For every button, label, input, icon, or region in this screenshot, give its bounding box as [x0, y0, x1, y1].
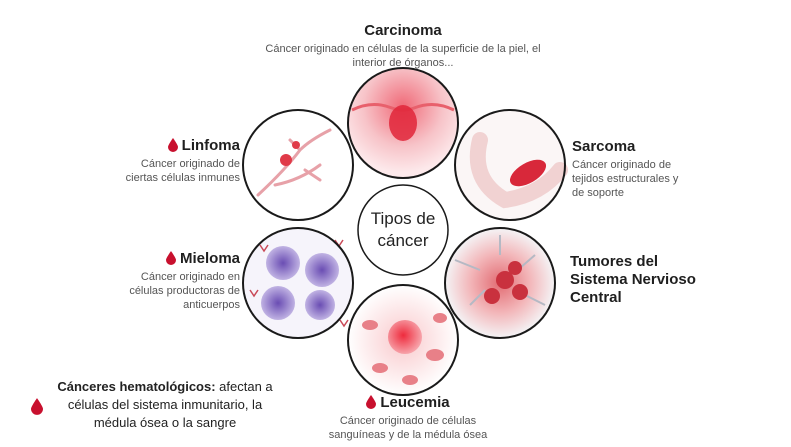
- sarcoma-label: Sarcoma Cáncer originado de tejidos estr…: [572, 138, 712, 200]
- center-label: Tipos de cáncer: [358, 208, 448, 252]
- linfoma-desc: Cáncer originado de ciertas células inmu…: [100, 157, 240, 185]
- leucemia-title-row: Leucemia: [318, 394, 498, 412]
- note-line1: Cánceres hematológicos: afectan a: [40, 378, 290, 396]
- note-bold: Cánceres hematológicos:: [57, 379, 216, 394]
- sarcoma-title: Sarcoma: [572, 138, 636, 155]
- mieloma-label: Mieloma Cáncer originado en células prod…: [100, 250, 240, 312]
- mieloma-desc-line2: células productoras de: [129, 285, 240, 297]
- sarcoma-desc: Cáncer originado de tejidos estructurale…: [572, 158, 712, 200]
- leucemia-illustration: [347, 284, 459, 396]
- mieloma-title: Mieloma: [179, 250, 240, 267]
- leucemia-desc-line2: sanguíneas y de la médula ósea: [328, 429, 488, 441]
- carcinoma-desc-line2: interior de órganos...: [352, 57, 454, 69]
- carcinoma-illustration: [347, 67, 459, 179]
- mieloma-illustration: [242, 227, 354, 339]
- leucemia-title: Leucemia: [380, 394, 450, 411]
- linfoma-desc-line1: Cáncer originado de: [140, 158, 240, 170]
- linfoma-illustration: [242, 109, 354, 221]
- mieloma-desc-line1: Cáncer originado en: [140, 271, 240, 283]
- mieloma-title-row: Mieloma: [100, 250, 240, 268]
- snc-title-line2: Sistema Nervioso: [570, 271, 696, 288]
- note-line1-rest: afectan a: [215, 379, 273, 394]
- blood-drop-icon: [366, 395, 377, 409]
- note-line2: células del sistema inmunitario, la: [67, 397, 263, 412]
- linfoma-title: Linfoma: [181, 137, 240, 154]
- snc-title-line1: Tumores del: [570, 253, 659, 270]
- snc-illustration: [444, 227, 556, 339]
- linfoma-label: Linfoma Cáncer originado de ciertas célu…: [100, 137, 240, 185]
- carcinoma-desc-line1: Cáncer originado en células de la superf…: [265, 43, 541, 55]
- sarcoma-desc-line3: de soporte: [572, 187, 624, 199]
- center-label-line2: cáncer: [377, 231, 429, 250]
- mieloma-desc-line3: anticuerpos: [183, 299, 240, 311]
- blood-drop-icon: [31, 398, 43, 415]
- carcinoma-desc: Cáncer originado en células de la superf…: [243, 42, 563, 70]
- blood-drop-icon: [167, 138, 178, 152]
- center-circle: [357, 184, 449, 276]
- leucemia-desc: Cáncer originado de células sanguíneas y…: [318, 414, 498, 442]
- carcinoma-label: Carcinoma Cáncer originado en células de…: [243, 22, 563, 70]
- leucemia-label: Leucemia Cáncer originado de células san…: [318, 394, 498, 442]
- blood-drop-icon: [165, 251, 176, 265]
- linfoma-desc-line2: ciertas células inmunes: [125, 172, 240, 184]
- carcinoma-title: Carcinoma: [364, 22, 442, 39]
- sarcoma-illustration: [454, 109, 568, 221]
- leucemia-desc-line1: Cáncer originado de células: [339, 415, 477, 427]
- linfoma-title-row: Linfoma: [100, 137, 240, 155]
- center-label-line1: Tipos de: [370, 209, 436, 228]
- snc-title-line3: Central: [570, 289, 622, 306]
- hematologic-note: Cánceres hematológicos: afectan a célula…: [40, 378, 290, 432]
- mieloma-desc: Cáncer originado en células productoras …: [100, 270, 240, 312]
- snc-label: Tumores del Sistema Nervioso Central: [570, 253, 720, 307]
- note-line3: médula ósea o la sangre: [93, 415, 237, 430]
- sarcoma-desc-line1: Cáncer originado de: [572, 159, 672, 171]
- sarcoma-desc-line2: tejidos estructurales y: [572, 173, 679, 185]
